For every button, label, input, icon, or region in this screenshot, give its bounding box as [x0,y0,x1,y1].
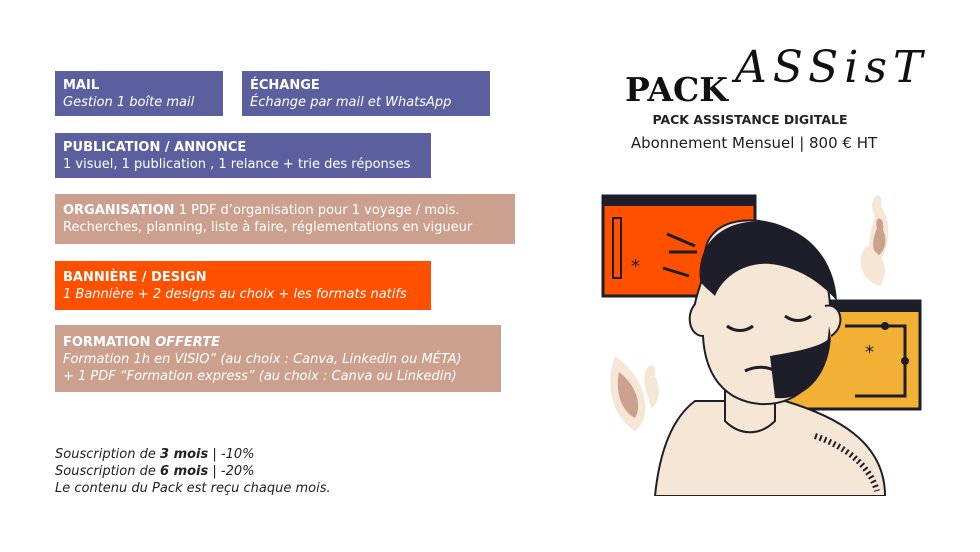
service-formation-line1: Formation 1h en VISIO” (au choix : Canva… [63,352,462,367]
service-formation-title: FORMATION [63,335,151,350]
pack-price: Abonnement Mensuel | 800 € HT [630,134,878,152]
hair-shape [699,221,837,301]
flame-shape [644,365,659,408]
svg-text:*: * [865,342,874,363]
subscription-3-months: Souscription de 3 mois | -10% [55,447,255,462]
service-formation: FORMATION OFFERTE Formation 1h en VISIO”… [55,325,501,392]
service-mail-desc: Gestion 1 boîte mail [63,95,195,110]
service-banniere-desc: 1 Bannière + 2 designs au choix + les fo… [63,287,407,302]
service-publication: PUBLICATION / ANNONCE 1 visuel, 1 public… [55,133,431,178]
assist-script-title: ASSisT [735,42,929,93]
subscription-notes: Souscription de 3 mois | -10% Souscripti… [55,446,331,497]
service-formation-title-em: OFFERTE [150,335,220,350]
service-mail: MAIL Gestion 1 boîte mail [55,71,223,116]
service-echange: ÉCHANGE Échange par mail et WhatsApp [242,71,490,116]
flame-shape [860,246,886,286]
service-echange-title: ÉCHANGE [250,78,320,93]
svg-text:*: * [631,256,640,277]
service-organisation-desc-line1: 1 PDF d’organisation pour 1 voyage / moi… [174,203,460,218]
service-organisation: ORGANISATION 1 PDF d’organisation pour 1… [55,194,515,244]
service-banniere: BANNIÈRE / DESIGN 1 Bannière + 2 designs… [55,261,431,310]
flame-shape [617,372,639,418]
service-organisation-desc-line2: Recherches, planning, liste à faire, rég… [63,220,473,235]
service-organisation-title: ORGANISATION [63,203,175,218]
shoulders-shape [653,400,887,496]
subscription-6-months: Souscription de 6 mois | -20% [55,464,255,479]
service-echange-desc: Échange par mail et WhatsApp [250,95,452,110]
beard-shape [770,336,831,399]
pack-subtitle: PACK ASSISTANCE DIGITALE [652,112,848,127]
service-mail-title: MAIL [63,78,100,93]
service-formation-line2: + 1 PDF “Formation express” (au choix : … [63,369,457,384]
pack-delivery-note: Le contenu du Pack est reçu chaque mois. [55,481,331,496]
service-publication-title: PUBLICATION / ANNONCE [63,140,247,155]
pack-title: PACK [625,70,728,109]
service-publication-desc: 1 visuel, 1 publication , 1 relance + tr… [63,157,411,172]
person-illustration: * * [601,194,922,496]
service-banniere-title: BANNIÈRE / DESIGN [63,270,207,285]
flame-shape [873,218,886,256]
